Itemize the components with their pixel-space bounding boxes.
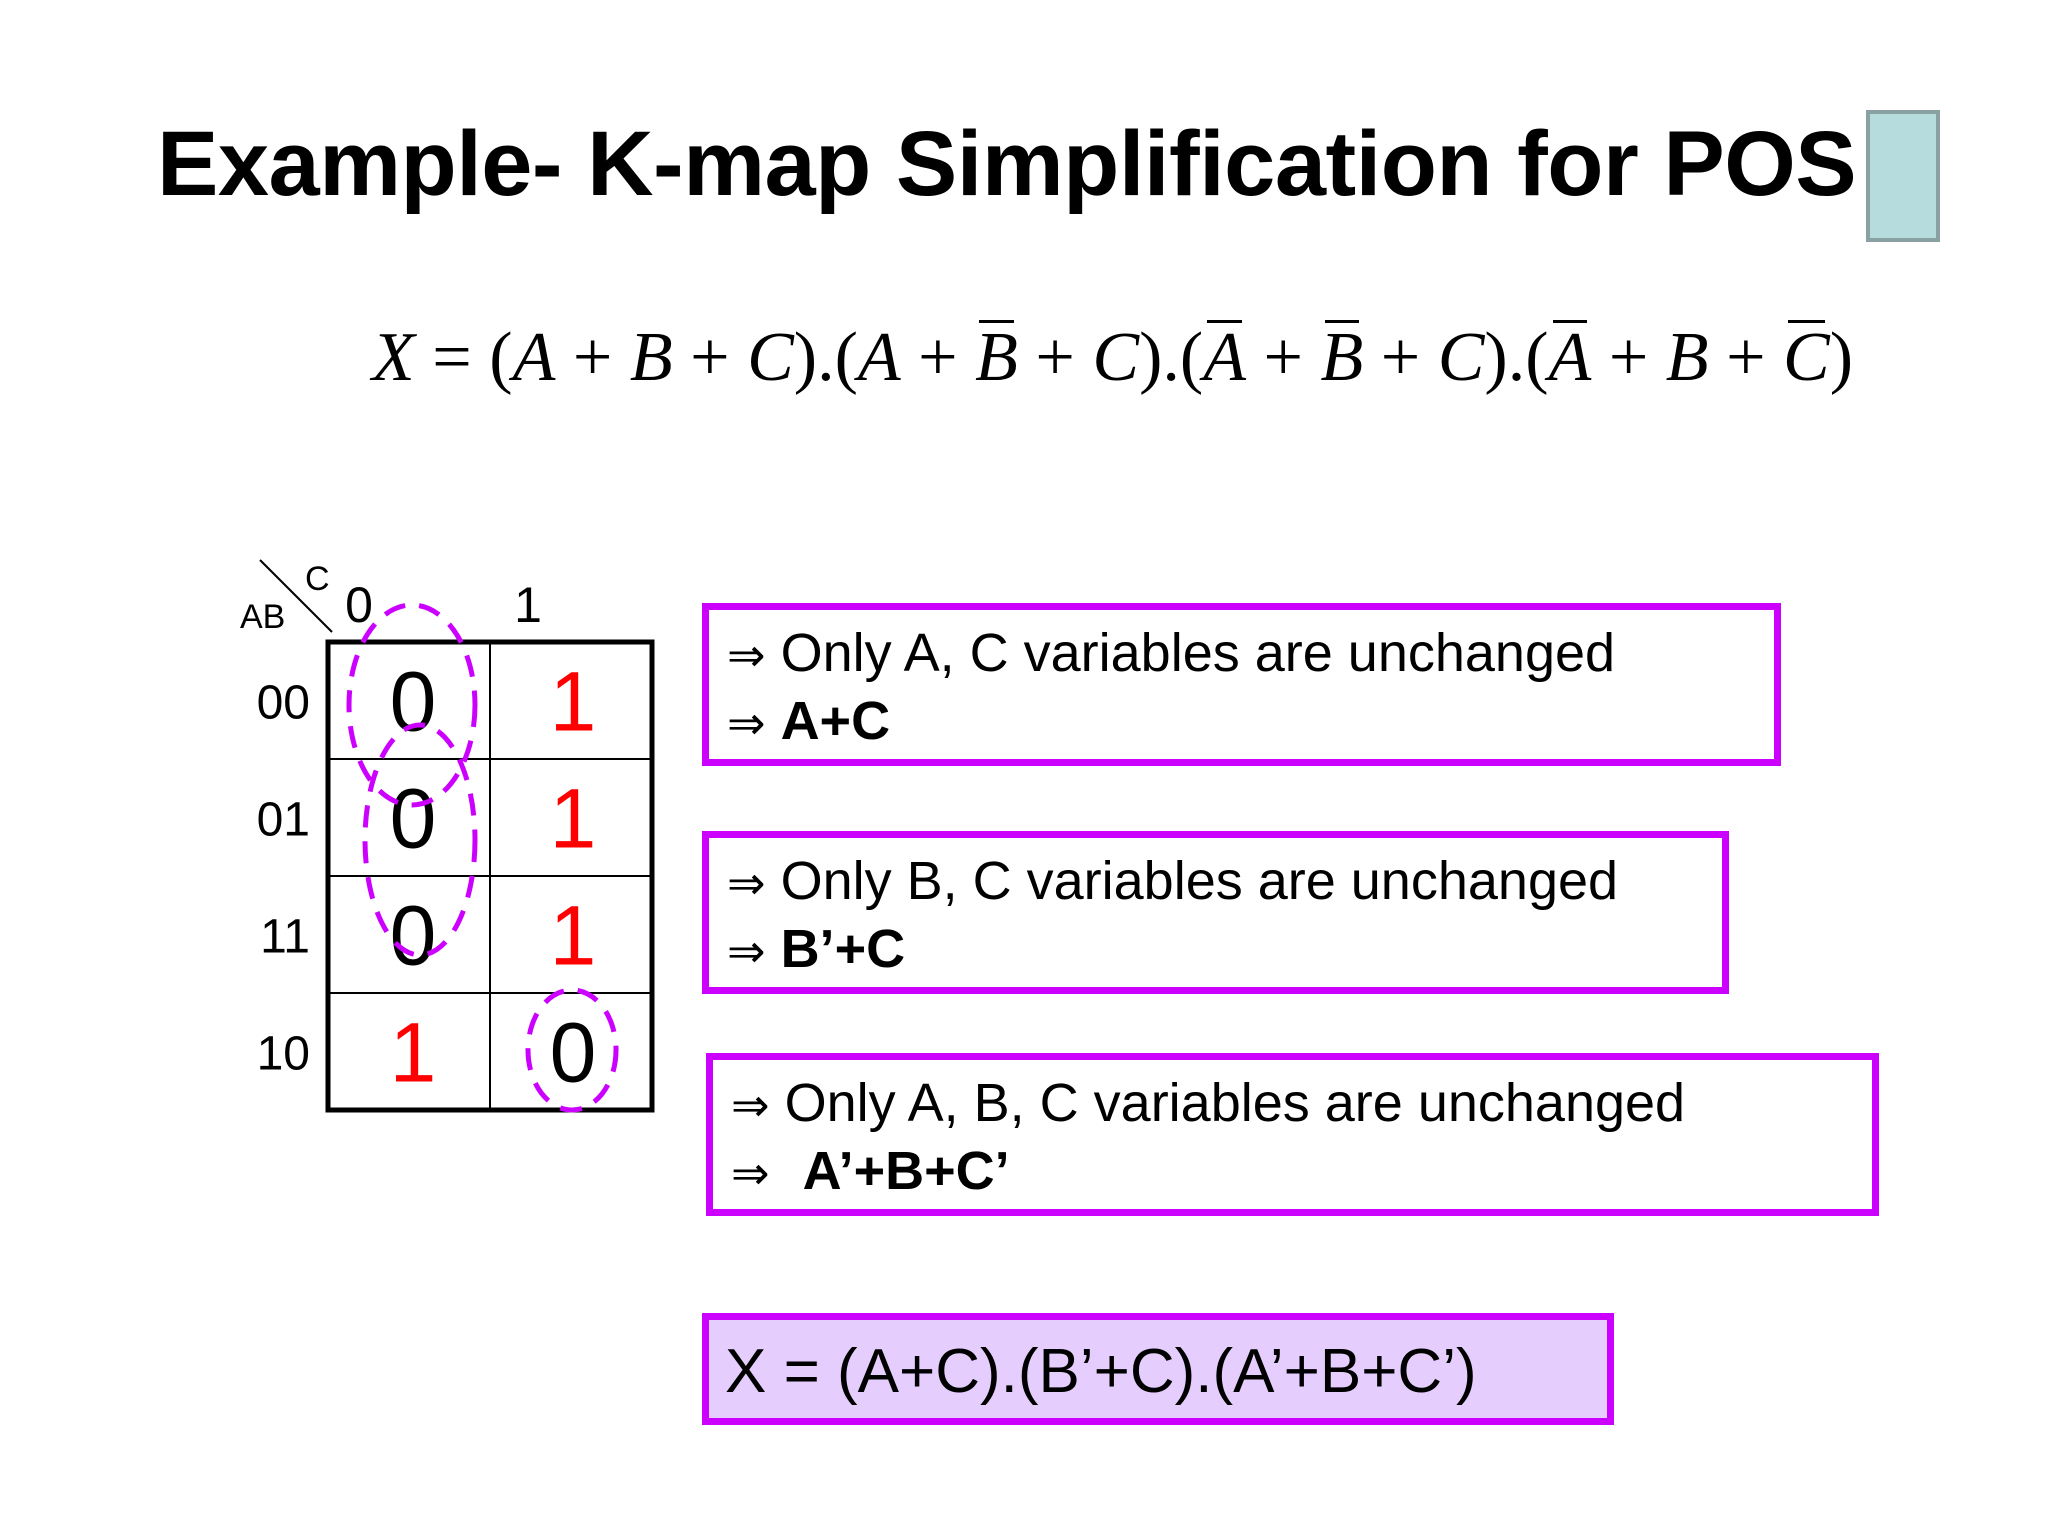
equation-variable-complement: B bbox=[1320, 319, 1364, 396]
equation-plus: + bbox=[1708, 319, 1784, 396]
term-expression: B’+C bbox=[780, 919, 906, 979]
group-loop-a-plus-c bbox=[346, 602, 478, 808]
implies-icon: ⇒ bbox=[731, 1078, 770, 1132]
row-label: 00 bbox=[257, 677, 310, 730]
column-label: 1 bbox=[514, 577, 542, 633]
equation-plus: + bbox=[555, 319, 630, 396]
group-loop-acomp-plus-b-plus-ccomp bbox=[525, 987, 619, 1113]
implies-icon: ⇒ bbox=[727, 628, 766, 682]
row-label: 11 bbox=[260, 911, 310, 964]
kmap-cell-value: 0 bbox=[390, 772, 437, 866]
equation-plus: + bbox=[1245, 319, 1321, 396]
group-loop-bcomp-plus-c bbox=[362, 722, 478, 958]
result-box: X = (A+C).(B’+C).(A’+B+C’) bbox=[702, 1313, 1614, 1425]
explanation-text: Only A, B, C variables are unchanged bbox=[784, 1073, 1686, 1133]
equation-variable: C bbox=[747, 319, 794, 396]
column-label: 0 bbox=[345, 577, 373, 633]
equation-variable-complement: B bbox=[975, 319, 1018, 396]
equation-equals: = bbox=[414, 319, 490, 396]
kmap-cell-value: 0 bbox=[390, 889, 437, 983]
equation-variable: C bbox=[1437, 319, 1485, 396]
implies-icon: ⇒ bbox=[727, 924, 766, 978]
equation-dot: . bbox=[817, 319, 835, 396]
kmap-cell-value: 1 bbox=[550, 889, 597, 983]
kmap-cell-value: 1 bbox=[550, 772, 597, 866]
row-label: 10 bbox=[257, 1028, 310, 1081]
equation-variable: B bbox=[1665, 319, 1709, 396]
boolean-equation: X = (A + B + C).(A + B + C).(A + B + C).… bbox=[372, 318, 1853, 398]
equation-variable-complement: A bbox=[1548, 319, 1592, 396]
equation-paren: ) bbox=[793, 319, 818, 396]
explanation-text: Only A, C variables are unchanged bbox=[780, 623, 1616, 683]
kmap-cell-value: 1 bbox=[390, 1006, 437, 1100]
equation-plus: + bbox=[900, 319, 976, 396]
equation-paren: ( bbox=[1525, 319, 1549, 396]
equation-plus: + bbox=[1363, 319, 1438, 396]
equation-paren: ) bbox=[1139, 319, 1163, 396]
explanation-box-3: ⇒ Only A, B, C variables are unchanged ⇒… bbox=[706, 1053, 1879, 1216]
decorative-square bbox=[1866, 110, 1940, 242]
corner-diagonal bbox=[259, 559, 333, 633]
equation-plus: + bbox=[1591, 319, 1666, 396]
equation-dot: . bbox=[1507, 319, 1526, 396]
term-expression: A’+B+C’ bbox=[802, 1141, 1010, 1201]
equation-paren: ) bbox=[1829, 319, 1854, 396]
implies-icon: ⇒ bbox=[727, 696, 766, 750]
kmap-cell-value: 0 bbox=[390, 655, 437, 749]
slide-title: Example- K-map Simplification for POS bbox=[157, 113, 1857, 215]
kmap-border bbox=[325, 639, 655, 1113]
equation-variable-complement: C bbox=[1783, 319, 1830, 396]
equation-paren: ( bbox=[489, 319, 513, 396]
explanation-box-1: ⇒ Only A, C variables are unchanged ⇒ A+… bbox=[702, 603, 1781, 766]
explanation-box-2: ⇒ Only B, C variables are unchanged ⇒ B’… bbox=[702, 831, 1729, 994]
implies-icon: ⇒ bbox=[727, 856, 766, 910]
equation-variable-complement: A bbox=[1203, 319, 1246, 396]
equation-paren: ) bbox=[1484, 319, 1508, 396]
term-expression: A+C bbox=[780, 691, 891, 751]
row-label: 01 bbox=[257, 794, 310, 847]
column-variable-label: C bbox=[305, 560, 330, 598]
kmap-cell-value: 1 bbox=[550, 655, 597, 749]
kmap-cell-value: 0 bbox=[550, 1006, 597, 1100]
result-equation: X = (A+C).(B’+C).(A’+B+C’) bbox=[725, 1337, 1477, 1406]
equation-variable: A bbox=[857, 319, 901, 396]
equation-variable: B bbox=[629, 319, 673, 396]
implies-icon: ⇒ bbox=[731, 1146, 770, 1200]
equation-plus: + bbox=[672, 319, 748, 396]
explanation-text: Only B, C variables are unchanged bbox=[780, 851, 1619, 911]
equation-variable: C bbox=[1092, 319, 1140, 396]
equation-variable: A bbox=[512, 319, 556, 396]
equation-lhs: X bbox=[372, 319, 415, 396]
row-variable-label: AB bbox=[240, 598, 285, 636]
equation-plus: + bbox=[1017, 319, 1093, 396]
equation-paren: ( bbox=[1179, 319, 1204, 396]
equation-dot: . bbox=[1162, 319, 1180, 396]
equation-paren: ( bbox=[834, 319, 858, 396]
